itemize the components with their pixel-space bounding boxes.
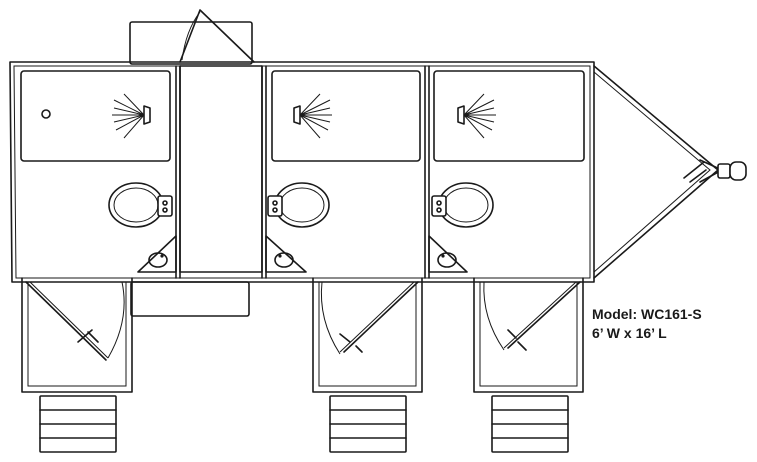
door-swing-icon [25,281,581,361]
toilet-icon [108,182,494,228]
shower-stall [20,70,585,162]
lower-utility-box [130,281,250,317]
entry-landing [21,277,584,393]
dimensions-label: 6’ W x 16’ L [592,325,667,341]
sink-icon [137,235,468,273]
shower-head-icon [112,93,496,139]
model-caption: Model: WC161-S 6’ W x 16’ L [592,305,702,343]
steps-icon [39,395,569,453]
model-label: Model: WC161-S [592,306,702,322]
partition-walls [175,65,430,279]
trailer-body [9,61,595,283]
trailer-hitch-icon [683,161,747,183]
utility-door [129,9,255,65]
